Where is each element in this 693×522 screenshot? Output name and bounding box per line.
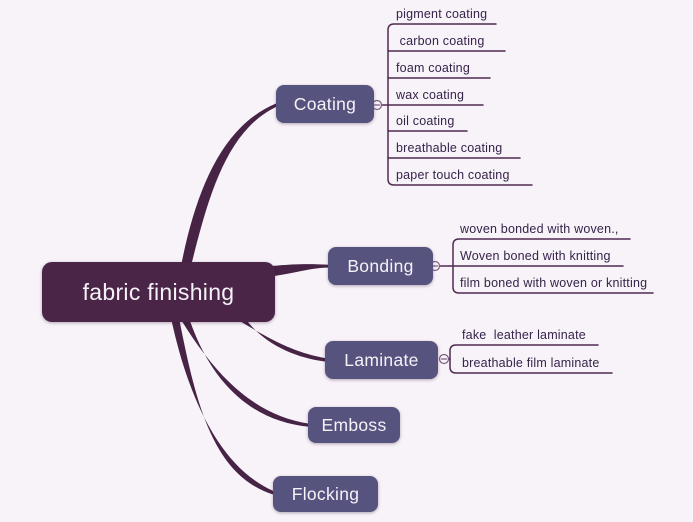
topic-emboss[interactable]: Emboss [308,407,400,443]
leaf-breathable-film-laminate[interactable]: breathable film laminate [462,356,600,370]
topic-label: Coating [293,93,357,114]
topic-flocking[interactable]: Flocking [273,476,378,512]
leaf-film-boned-with-woven-or-knitting[interactable]: film boned with woven or knitting [460,276,648,290]
branch-connector-flocking [171,318,274,495]
topic-bonding[interactable]: Bonding [328,247,433,285]
branch-connector-coating [181,103,276,266]
topic-label: Flocking [291,483,360,504]
topic-coating[interactable]: Coating [276,85,374,123]
leaf-breathable-coating[interactable]: breathable coating [396,141,503,155]
leaf-oil-coating[interactable]: oil coating [396,114,455,128]
leaf-fake-leather-laminate[interactable]: fake leather laminate [462,328,586,342]
collapse-toggle-laminate[interactable] [438,353,450,365]
branch-connector-laminate [235,318,326,362]
topic-label: Bonding [347,255,414,276]
leaf-pigment-coating[interactable]: pigment coating [396,7,488,21]
topic-laminate[interactable]: Laminate [325,341,438,379]
topic-label: Emboss [321,414,387,435]
leaf-carbon-coating[interactable]: carbon coating [396,34,485,48]
root-topic-label: fabric finishing [82,278,235,305]
topic-label: Laminate [344,349,419,370]
leaf-paper-touch-coating[interactable]: paper touch coating [396,168,510,182]
root-topic-fabric-finishing[interactable]: fabric finishing [42,262,275,322]
branch-connector-emboss [180,318,309,427]
leaf-wax-coating[interactable]: wax coating [396,88,465,102]
branch-connector-bonding [271,264,329,277]
leaf-woven-boned-with-knitting[interactable]: Woven boned with knitting [460,249,611,263]
leaf-foam-coating[interactable]: foam coating [396,61,470,75]
leaf-woven-bonded-with-woven[interactable]: woven bonded with woven., [460,222,619,236]
